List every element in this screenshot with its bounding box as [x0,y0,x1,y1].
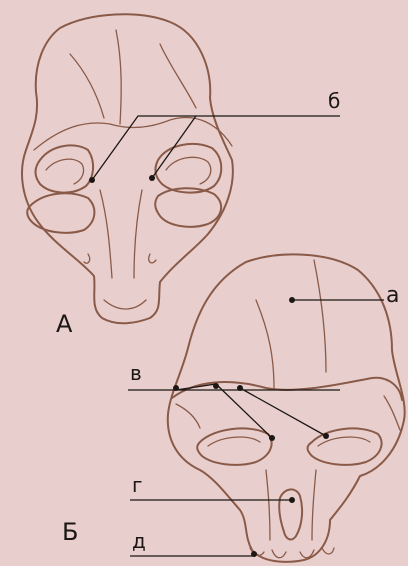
skull-a-right-lower-orbit [155,188,221,227]
skull-a-left-orbit [36,145,94,192]
skull-b-left-orbit [197,428,271,464]
skull-a-cranium-outline [22,14,233,323]
skull-b-pointer-v-4 [269,435,275,441]
skull-b-drawing: а в г д Б [62,254,405,561]
label-b: б [328,89,340,113]
label-a: а [386,283,399,308]
skull-a-nasal [100,190,142,278]
skull-b-pointer-v-2 [213,383,219,389]
skull-a-left-lower-orbit [27,193,94,232]
skull-a-drawing: б А [22,14,340,338]
skull-a-letter: А [56,310,73,338]
label-g: г [132,473,143,497]
label-v: в [130,361,142,385]
skull-a-pointer-b-right [149,175,155,181]
skull-b-pointer-d [251,551,257,557]
skull-b-pointer-g [289,497,295,503]
skull-b-leader-v [128,384,340,438]
skull-a-midline [116,30,121,124]
skull-b-pointer-v-1 [173,385,179,391]
skull-a-pointer-b-left [89,177,95,183]
skull-b-right-orbit [308,428,382,464]
skull-b-brow-ridge [172,378,402,400]
skull-b-letter: Б [62,518,78,546]
label-d: д [132,529,146,553]
skull-b-pointer-a [289,297,295,303]
skull-b-nasal-opening [279,489,302,539]
skull-b-pointer-v-5 [323,433,329,439]
skull-b-pointer-v-3 [237,385,243,391]
skull-b-midline [314,260,326,372]
